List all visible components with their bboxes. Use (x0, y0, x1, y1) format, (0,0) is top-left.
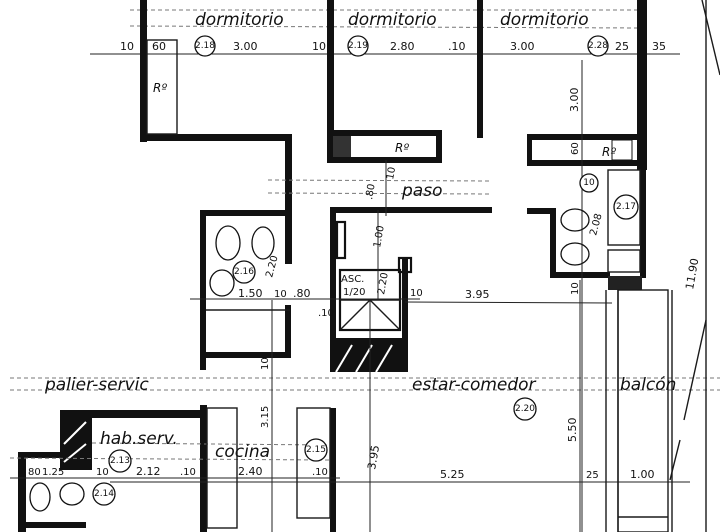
bath-1: 2.16 1.50 10 .80 2.20 .10 (190, 225, 420, 319)
svg-text:2.18: 2.18 (195, 41, 215, 51)
dim-bath1-door: .80 (293, 287, 311, 300)
dim-top-35: 35 (652, 40, 666, 53)
dim-elevator-h1: .10 (318, 308, 334, 319)
svg-text:2.14: 2.14 (94, 489, 114, 499)
room-label-dormitorio-1: dormitorio (195, 10, 284, 30)
room-label-dormitorio-2: dormitorio (348, 10, 437, 30)
dim-living-bottom: 5.25 (440, 468, 465, 481)
closet-label-1: Rº (153, 81, 167, 95)
room-tag-2-28: 2.28 (587, 35, 609, 57)
elevator-label: ASC. (341, 274, 364, 285)
room-label-estar-comedor: estar-comedor (412, 375, 537, 395)
svg-text:2.13: 2.13 (110, 456, 130, 466)
dim-paso-wall: 10 (385, 166, 398, 180)
dim-bottom-240: 2.40 (238, 465, 263, 478)
room-label-cocina: cocina (215, 442, 270, 462)
dim-bath1-gap: 10 (274, 289, 287, 300)
walls (18, 0, 647, 532)
elevator-scale: 1/20 (343, 287, 365, 298)
dim-top-280: 2.80 (390, 40, 415, 53)
svg-text:2.17: 2.17 (616, 202, 636, 212)
elevator: ASC. 1/20 (335, 220, 413, 373)
dim-balcony-25: 25 (586, 470, 599, 481)
room-label-balcon: balcón (620, 375, 676, 395)
dim-kitchen-vertical: 3.15 (260, 406, 271, 428)
dim-bottom-212: 2.12 (136, 465, 161, 478)
closet-label-3: Rº (602, 145, 616, 159)
svg-text:2.19: 2.19 (348, 41, 368, 51)
dim-elevator-top: 1.00 (372, 225, 387, 249)
dim-top-300a: 3.00 (233, 40, 258, 53)
dim-kitchen-wall: 10 (260, 357, 271, 370)
svg-text:2.20: 2.20 (515, 404, 535, 414)
dim-overall-height: 11.90 (683, 257, 701, 290)
svg-text:2.28: 2.28 (588, 41, 608, 51)
balcony: balcón 11.90 (605, 0, 720, 532)
dim-top-10: 10 (120, 40, 134, 53)
dim-living-vertical: 5.50 (566, 418, 579, 443)
dim-living-side: 10 (570, 282, 581, 295)
dim-bottom-125: 1.25 (42, 467, 64, 478)
dim-top-25: 25 (615, 40, 629, 53)
dim-top-300b: 3.00 (510, 40, 535, 53)
dim-paso-width: .80 (364, 183, 378, 201)
svg-text:10: 10 (583, 178, 595, 188)
dim-top-10b: 10 (312, 40, 326, 53)
svg-text:2.15: 2.15 (306, 445, 326, 455)
dim-top-60: 60 (152, 40, 166, 53)
dim-living-width: 3.95 (465, 288, 490, 301)
dim-closet-depth: 60 (570, 142, 581, 155)
room-label-palier-servicio: palier-servic (44, 375, 149, 395)
dim-top-10c: .10 (448, 40, 466, 53)
service-area: hab.serv. cocina 2.13 2.15 2.14 80 1.25 … (9, 300, 382, 532)
dim-elevator-side: 10 (410, 288, 423, 299)
dim-bottom-10c: .10 (312, 467, 328, 478)
room-label-paso: paso (401, 181, 442, 201)
dim-bottom-80: 80 (28, 467, 41, 478)
dim-bottom-10b: .10 (180, 467, 196, 478)
dim-balcony-100: 1.00 (630, 468, 655, 481)
dim-bath-vertical: 2.08 (588, 212, 604, 236)
living-room: 3.95 estar-comedor 2.20 5.50 5.25 25 1.0… (10, 280, 720, 532)
closet-label-2: Rº (395, 141, 409, 155)
room-tag-2-19: 2.19 (347, 35, 369, 57)
top-dimension-line: 10 60 3.00 10 2.80 .10 3.00 25 35 (90, 40, 680, 55)
dim-elevator-vertical: 2.20 (376, 272, 391, 296)
bath-2: 10 2.17 2.08 3.00 60 10 (560, 60, 642, 532)
room-tag-2-18: 2.18 (194, 35, 216, 57)
room-label-hab-serv: hab.serv. (100, 429, 178, 449)
dim-bottom-10: 10 (96, 467, 109, 478)
room-label-dormitorio-3: dormitorio (500, 10, 589, 30)
svg-text:2.16: 2.16 (234, 267, 254, 277)
dim-bedroom3-vertical: 3.00 (568, 88, 581, 113)
dim-bath1-width: 1.50 (238, 287, 263, 300)
dim-hall-vertical: 3.95 (365, 444, 382, 470)
